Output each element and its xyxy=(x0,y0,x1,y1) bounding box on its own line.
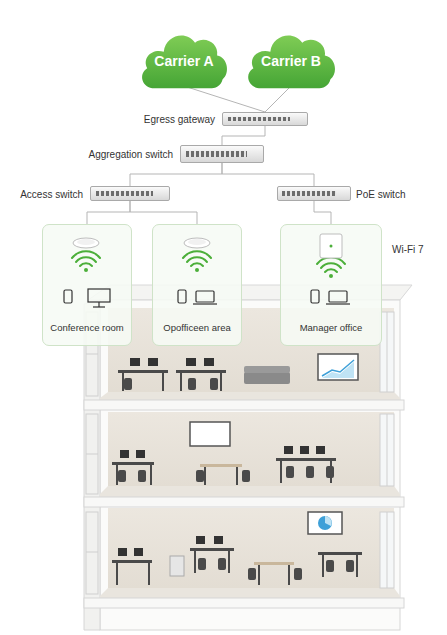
network-link xyxy=(265,86,291,112)
device-label: Access switch xyxy=(20,188,83,199)
network-link xyxy=(222,126,265,145)
carrier-cloud: Carrier B xyxy=(244,28,338,92)
area-panel: Opofficeen area xyxy=(152,224,242,346)
network-link xyxy=(314,201,331,224)
device-label: Aggregation switch xyxy=(89,149,174,160)
switch-ports xyxy=(228,117,290,122)
carrier-name: Carrier A xyxy=(138,53,230,69)
network-link xyxy=(184,86,265,112)
network-switch: Access switch xyxy=(90,186,170,201)
switch-ports xyxy=(186,151,247,157)
network-switch: PoE switch xyxy=(277,186,351,201)
switch-ports xyxy=(96,191,154,196)
device-label: Egress gateway xyxy=(144,114,215,125)
area-name: Manager office xyxy=(281,322,381,333)
area-panel: Manager office xyxy=(280,224,382,346)
area-panel: Conference room xyxy=(42,224,132,346)
network-link xyxy=(130,201,197,224)
wifi-label: Wi-Fi 7 xyxy=(392,244,424,255)
device-label: PoE switch xyxy=(356,188,405,199)
network-switch: Aggregation switch xyxy=(180,145,264,163)
area-name: Opofficeen area xyxy=(153,322,241,333)
carrier-cloud: Carrier A xyxy=(138,28,230,92)
carrier-name: Carrier B xyxy=(244,53,338,69)
area-name: Conference room xyxy=(43,322,131,333)
network-link xyxy=(130,163,222,186)
network-link xyxy=(222,163,314,186)
network-link xyxy=(87,201,130,224)
switch-ports xyxy=(282,191,335,196)
network-switch: Egress gateway xyxy=(222,112,308,126)
